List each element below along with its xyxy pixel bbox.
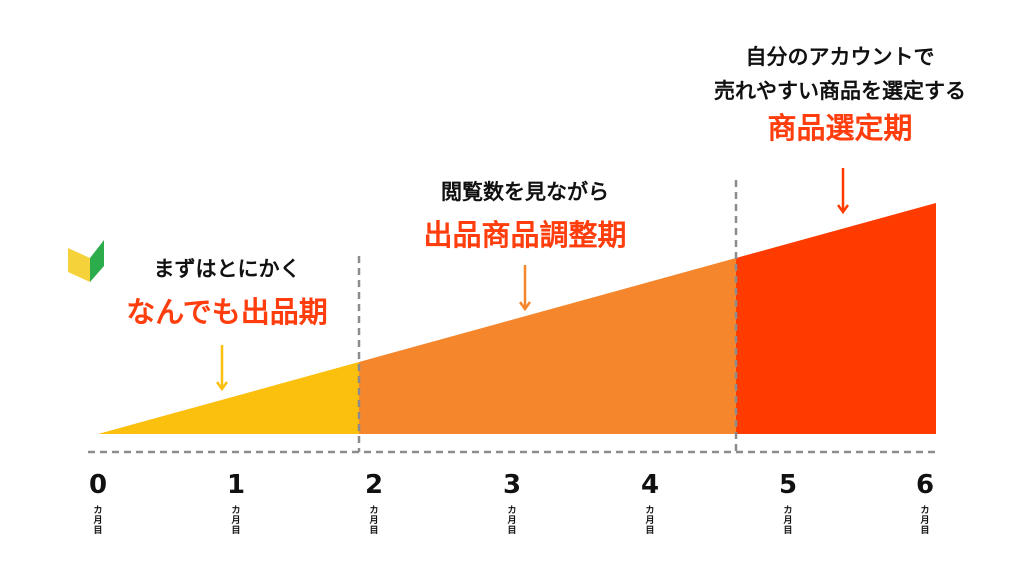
tick-unit-char: 目 (507, 526, 517, 536)
phase2-down-arrow-icon (519, 265, 531, 312)
tick-unit-char: 月 (507, 516, 517, 526)
tick-label-2: 2 (364, 470, 384, 500)
tick-unit-char: カ (783, 506, 793, 516)
tick-unit-char: 月 (369, 516, 379, 526)
phase3-down-arrow-icon (837, 168, 849, 215)
phase1-label: まずはとにかく なんでも出品期 (112, 252, 342, 332)
tick-unit-char: カ (231, 506, 241, 516)
phase1-title: なんでも出品期 (126, 295, 328, 329)
tick-unit-char: 目 (783, 526, 793, 536)
tick-label-6: 6 (915, 470, 935, 500)
phase3-label: 自分のアカウントで 売れやすい商品を選定する 商品選定期 (690, 40, 990, 148)
tick-unit-char: 目 (93, 526, 103, 536)
tick-unit-char: 目 (920, 526, 930, 536)
beginner-mark-icon (68, 240, 104, 282)
tick-unit-label: カ月目 (502, 506, 522, 536)
tick-unit-label: カ月目 (364, 506, 384, 536)
tick-label-4: 4 (640, 470, 660, 500)
tick-unit-label: カ月目 (226, 506, 246, 536)
tick-unit-char: 月 (783, 516, 793, 526)
tick-unit-char: 目 (369, 526, 379, 536)
tick-unit-char: 目 (645, 526, 655, 536)
tick-unit-char: カ (507, 506, 517, 516)
tick-unit-char: カ (645, 506, 655, 516)
tick-label-0: 0 (88, 470, 108, 500)
phase3-trapezoid (736, 203, 936, 434)
tick-unit-label: カ月目 (778, 506, 798, 536)
tick-unit-char: 月 (93, 516, 103, 526)
tick-unit-label: カ月目 (88, 506, 108, 536)
phase2-label: 閲覧数を見ながら 出品商品調整期 (400, 175, 650, 255)
phase3-subtitle-line1: 自分のアカウントで (745, 45, 935, 69)
tick-unit-char: 月 (645, 516, 655, 526)
tick-unit-label: カ月目 (640, 506, 660, 536)
tick-unit-char: カ (920, 506, 930, 516)
tick-unit-char: 目 (231, 526, 241, 536)
phase1-triangle (98, 362, 359, 434)
phase2-subtitle: 閲覧数を見ながら (441, 180, 609, 204)
tick-unit-label: カ月目 (915, 506, 935, 536)
phase3-subtitle-line2: 売れやすい商品を選定する (714, 79, 966, 103)
tick-label-5: 5 (778, 470, 798, 500)
tick-unit-char: カ (369, 506, 379, 516)
phase1-subtitle: まずはとにかく (153, 257, 301, 281)
phase2-title: 出品商品調整期 (423, 218, 627, 252)
tick-unit-char: 月 (231, 516, 241, 526)
tick-unit-char: 月 (920, 516, 930, 526)
tick-label-1: 1 (226, 470, 246, 500)
tick-unit-char: カ (93, 506, 103, 516)
tick-label-3: 3 (502, 470, 522, 500)
phase1-down-arrow-icon (216, 345, 228, 392)
phase3-title: 商品選定期 (767, 111, 913, 145)
phase2-trapezoid (359, 258, 736, 434)
